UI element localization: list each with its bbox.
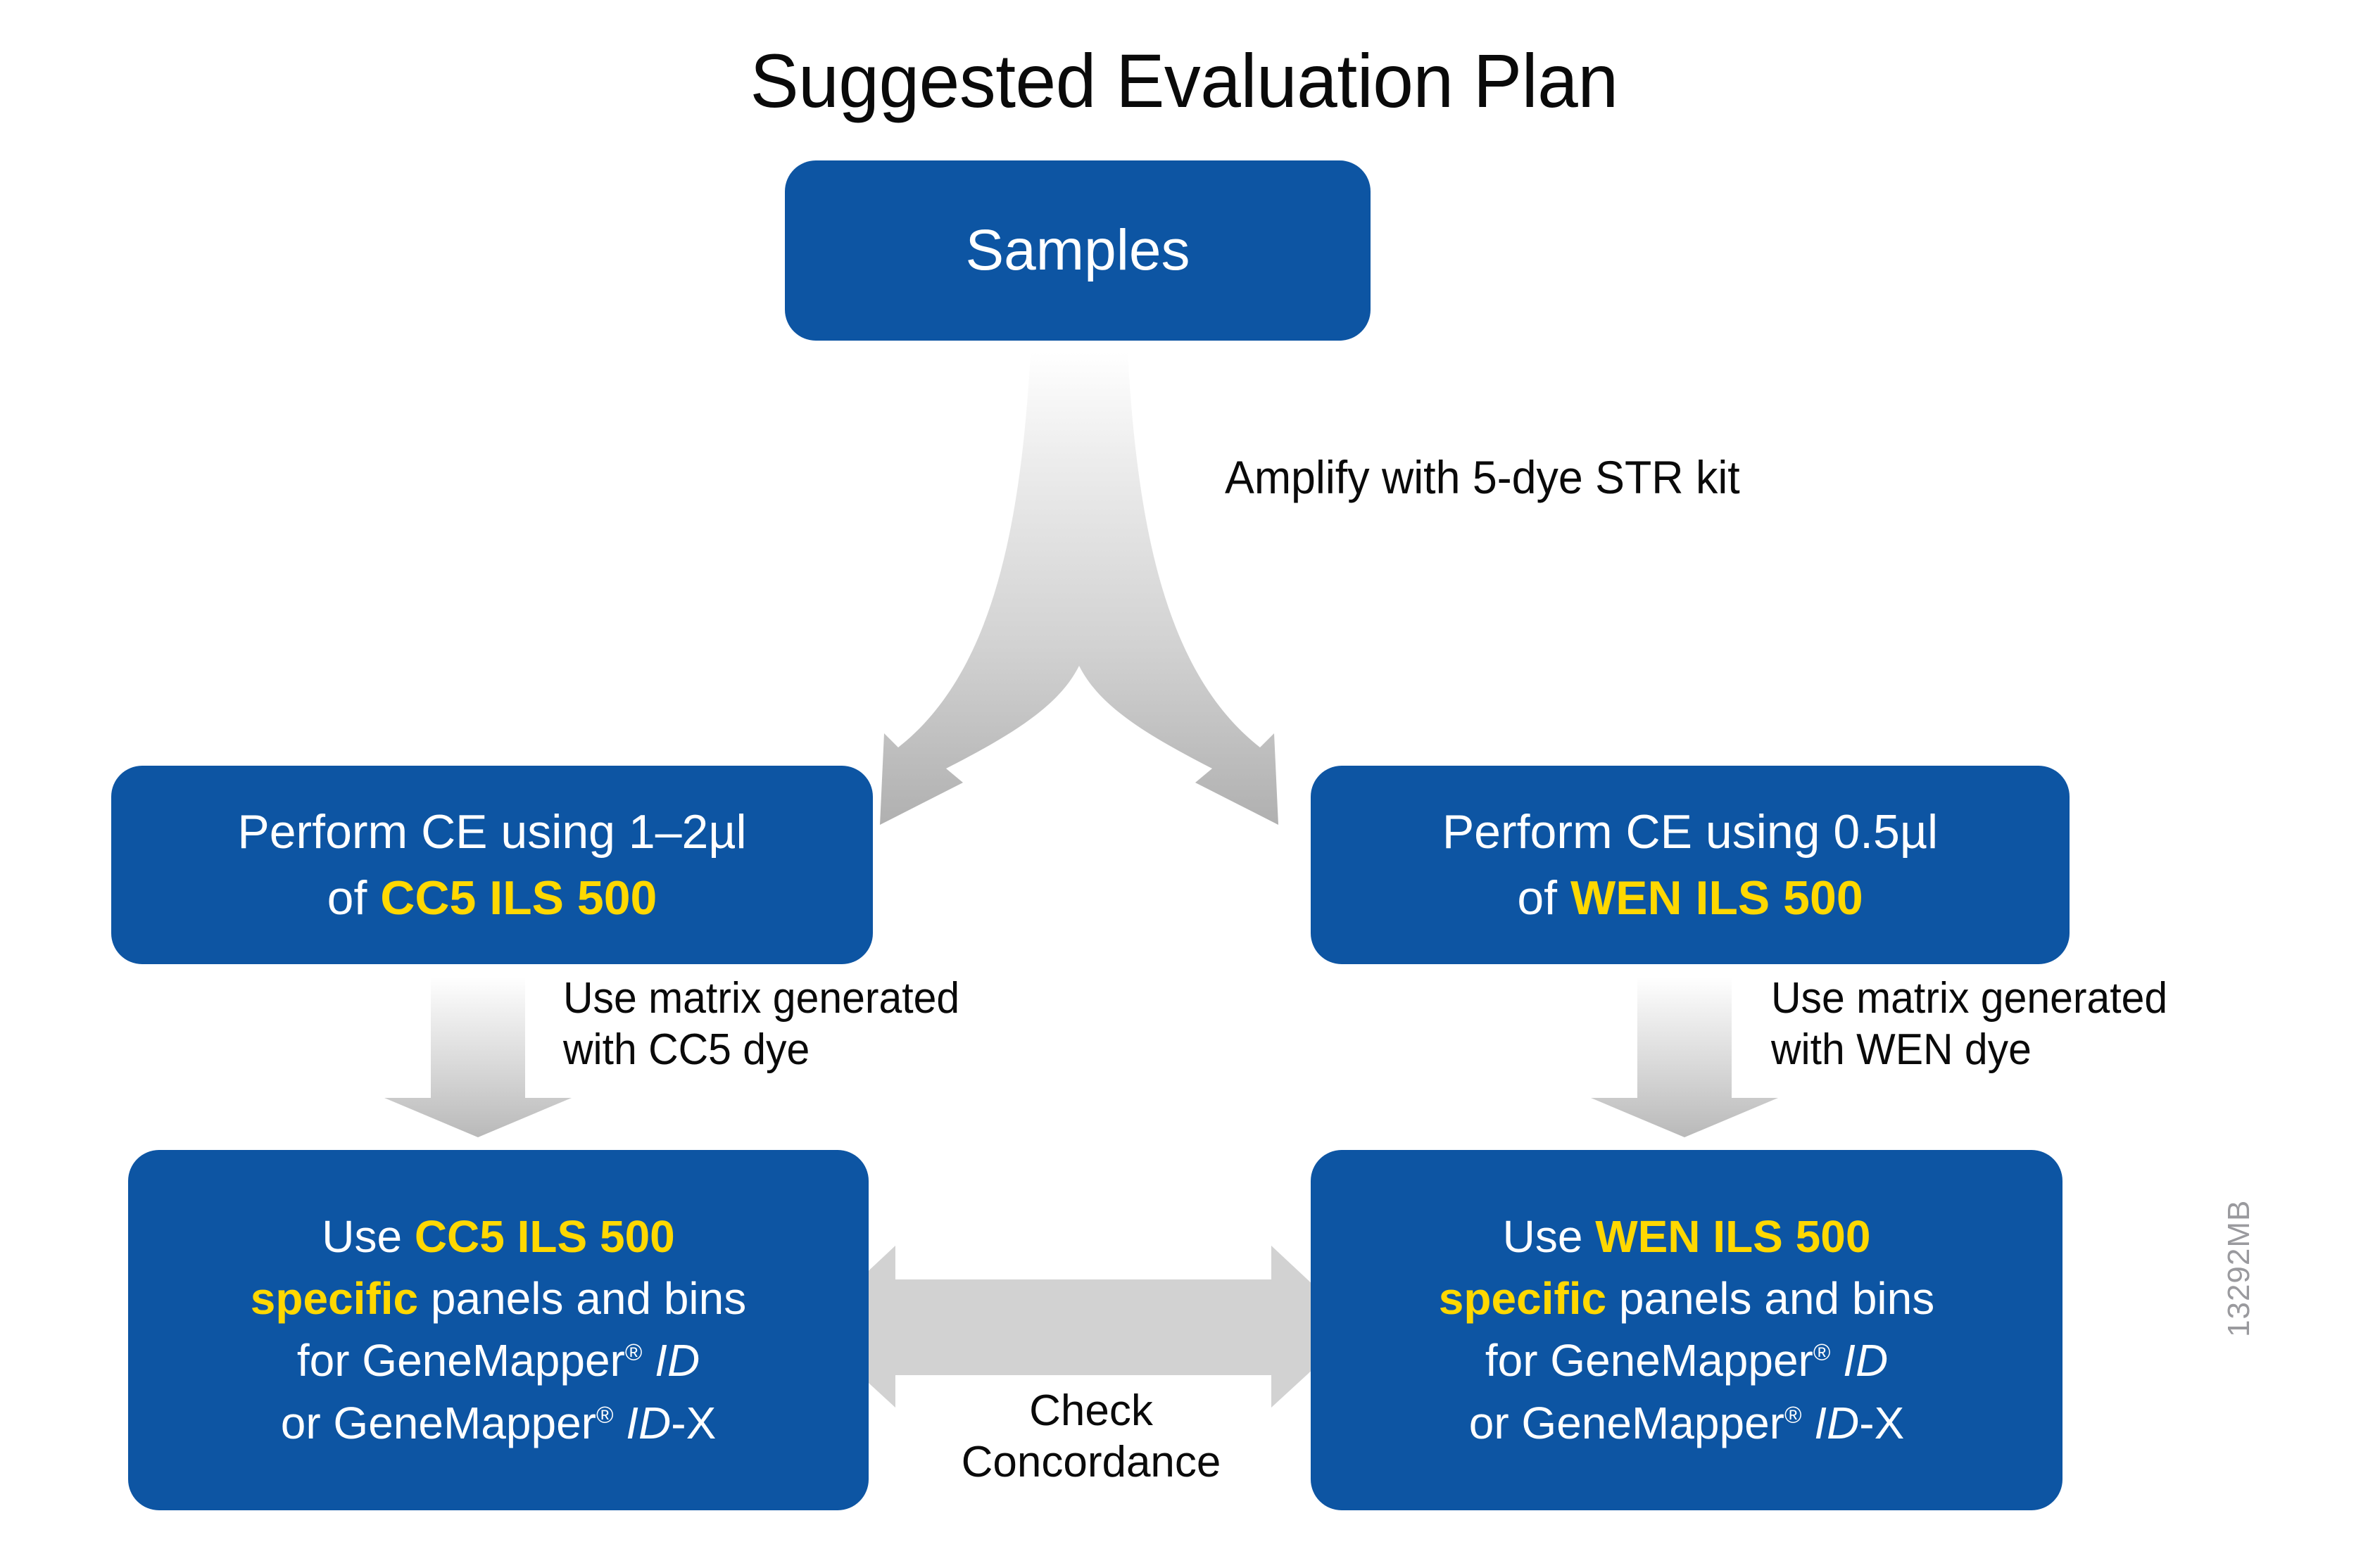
page-title: Suggested Evaluation Plan xyxy=(750,38,1618,123)
edge-label-matrix-wen: Use matrix generated with WEN dye xyxy=(1771,974,2168,1075)
node-panel-left-line3-italic: ID xyxy=(655,1335,700,1386)
node-panel-right-line4-prefix: or GeneMapper xyxy=(1468,1397,1784,1448)
node-panel-left-highlight-specific: specific xyxy=(250,1273,419,1324)
node-panel-left-line1: Use CC5 ILS 500 xyxy=(251,1210,746,1264)
node-panel-right-line3-italic: ID xyxy=(1843,1335,1889,1386)
node-perform-ce-wen[interactable]: Perform CE using 0.5µl of WEN ILS 500 xyxy=(1311,766,2070,964)
node-ce-left-line2-prefix: of xyxy=(327,871,381,925)
node-ce-right-line1: Perform CE using 0.5µl xyxy=(1442,804,1939,859)
node-ce-left-line1: Perform CE using 1–2µl xyxy=(237,804,747,859)
node-panel-left-line2-suffix: panels and bins xyxy=(418,1273,747,1324)
down-arrow-right xyxy=(1591,977,1778,1137)
node-panels-bins-wen[interactable]: Use WEN ILS 500 specific panels and bins… xyxy=(1311,1150,2062,1510)
node-panel-left-line2: specific panels and bins xyxy=(251,1272,746,1326)
node-panel-right-line2-suffix: panels and bins xyxy=(1606,1273,1935,1324)
node-panel-right-line3-prefix: for GeneMapper xyxy=(1485,1335,1813,1386)
node-panels-bins-cc5[interactable]: Use CC5 ILS 500 specific panels and bins… xyxy=(128,1150,869,1510)
node-panel-left-line4-prefix: or GeneMapper xyxy=(280,1397,596,1448)
node-ce-left-highlight: CC5 ILS 500 xyxy=(380,871,657,925)
edge-label-check-concordance: Check Concordance xyxy=(961,1386,1221,1487)
document-code: 13292MB xyxy=(2222,1199,2256,1337)
node-panel-right-line2: specific panels and bins xyxy=(1439,1272,1934,1326)
node-panel-left-line1-prefix: Use xyxy=(322,1210,415,1262)
node-ce-right-highlight: WEN ILS 500 xyxy=(1570,871,1863,925)
node-panel-left-line3-prefix: for GeneMapper xyxy=(296,1335,625,1386)
node-samples-label: Samples xyxy=(965,217,1190,282)
edge-label-amplify: Amplify with 5-dye STR kit xyxy=(1225,451,1740,503)
node-panel-right-line3: for GeneMapper® ID xyxy=(1439,1334,1934,1388)
registered-trademark-icon: ® xyxy=(596,1402,614,1429)
node-panel-right-line4: or GeneMapper® ID-X xyxy=(1439,1397,1934,1450)
bidirectional-arrow-concordance xyxy=(808,1246,1359,1408)
node-panel-right-line4-suffix: -X xyxy=(1859,1397,1905,1448)
node-samples[interactable]: Samples xyxy=(785,160,1371,341)
node-panel-left-highlight-ils: CC5 ILS 500 xyxy=(414,1210,675,1262)
node-perform-ce-cc5[interactable]: Perform CE using 1–2µl of CC5 ILS 500 xyxy=(111,766,873,964)
node-panel-left-line3: for GeneMapper® ID xyxy=(251,1334,746,1388)
node-panel-right-line1-prefix: Use xyxy=(1502,1210,1596,1262)
node-panel-right-line1: Use WEN ILS 500 xyxy=(1439,1210,1934,1264)
node-ce-right-line2-prefix: of xyxy=(1517,871,1570,925)
node-panel-right-line4-italic: ID xyxy=(1814,1397,1860,1448)
registered-trademark-icon: ® xyxy=(1784,1402,1802,1429)
node-ce-right-line2: of WEN ILS 500 xyxy=(1442,870,1938,926)
node-ce-left-line2: of CC5 ILS 500 xyxy=(237,870,746,926)
node-panel-left-line4: or GeneMapper® ID-X xyxy=(251,1397,746,1450)
node-panel-right-highlight-ils: WEN ILS 500 xyxy=(1595,1210,1871,1262)
node-panel-left-line4-italic: ID xyxy=(626,1397,672,1448)
split-arrow-samples xyxy=(880,352,1278,825)
edge-label-matrix-cc5: Use matrix generated with CC5 dye xyxy=(563,974,960,1075)
node-panel-right-highlight-specific: specific xyxy=(1438,1273,1607,1324)
down-arrow-left xyxy=(384,977,572,1137)
node-panel-left-line4-suffix: -X xyxy=(671,1397,717,1448)
registered-trademark-icon: ® xyxy=(624,1340,643,1367)
registered-trademark-icon: ® xyxy=(1813,1340,1831,1367)
